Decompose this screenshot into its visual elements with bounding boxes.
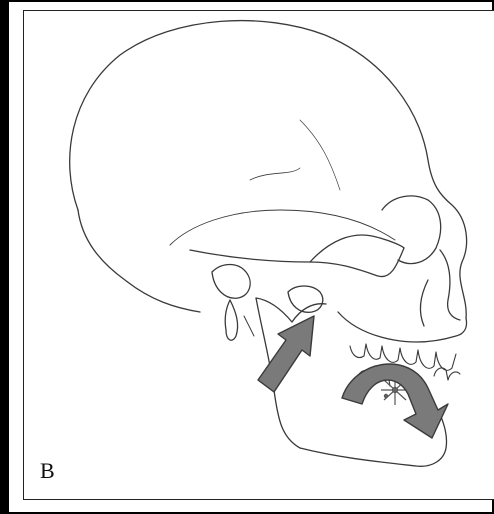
occipital-outline	[78, 210, 200, 312]
straight-arrow	[258, 316, 314, 392]
mastoid-process	[225, 300, 237, 340]
eye-orbit	[382, 196, 441, 264]
cranium-outline	[70, 21, 467, 318]
maxilla	[338, 312, 467, 342]
zygomatic-arch	[190, 248, 404, 277]
nasal-region	[440, 250, 460, 320]
panel-label: B	[40, 458, 55, 484]
condyle	[212, 265, 250, 299]
